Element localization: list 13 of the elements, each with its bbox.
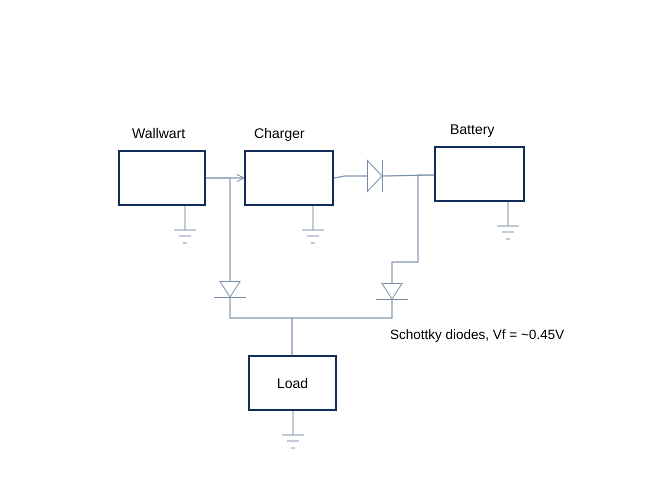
wire (206, 177, 231, 281)
diode-symbol (367, 160, 383, 192)
diode-symbol (214, 281, 246, 298)
wire (391, 174, 434, 283)
wire (291, 300, 393, 355)
note-text: Schottky diodes, Vf = ~0.45V (390, 327, 564, 342)
block-box (248, 355, 337, 411)
diode-symbol (376, 283, 408, 300)
block-label: Load (276, 375, 308, 391)
block-label: Charger (254, 125, 305, 141)
block-label: Wallwart (132, 125, 186, 141)
wire (334, 175, 367, 179)
block-label: Battery (450, 121, 494, 137)
